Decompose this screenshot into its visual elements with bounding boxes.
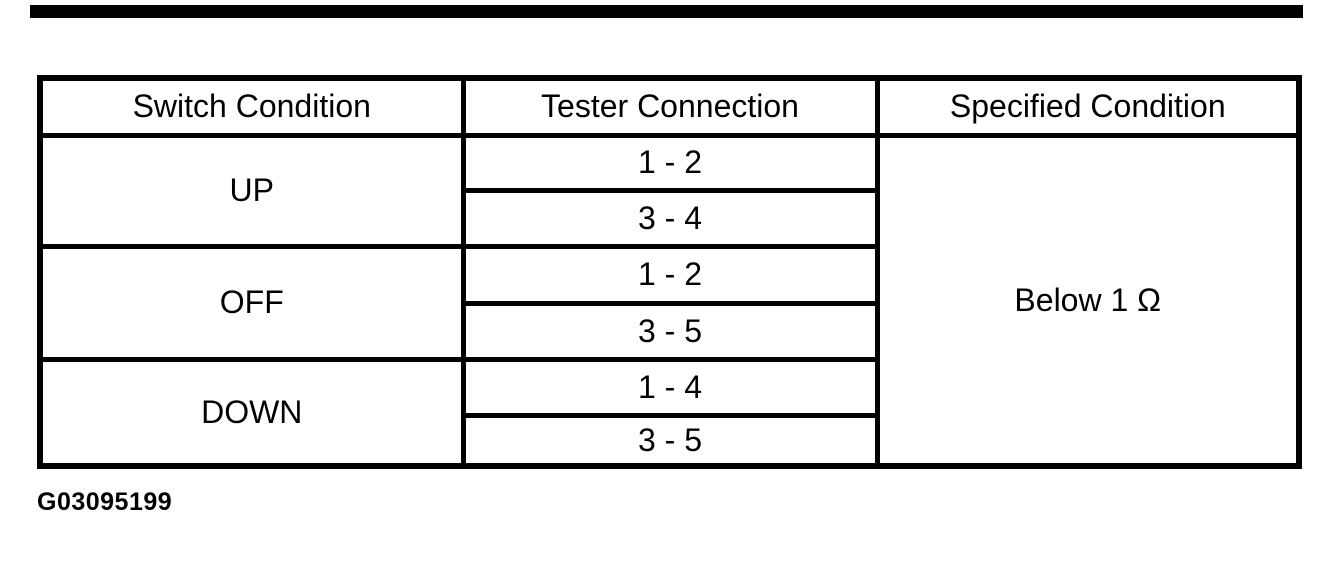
table-row: DOWN 1 - 4: [37, 356, 1299, 469]
cell-specified-condition: Below 1 Ω: [874, 132, 1302, 469]
table-row: 3 - 5: [40, 412, 1299, 469]
header-specified-condition: Specified Condition: [874, 75, 1302, 138]
table-row: OFF 1 - 2: [37, 243, 1299, 362]
table-header-row: Switch Condition Tester Connection Speci…: [37, 75, 1302, 138]
cell-connection-off-2: 3 - 5: [460, 300, 880, 362]
cell-switch-up: UP: [37, 132, 466, 249]
scan-artifact-bar: [30, 5, 1303, 18]
figure-id: G03095199: [37, 488, 173, 516]
table-row: 3 - 5: [40, 300, 1299, 362]
cell-connection-down-1: 1 - 4: [460, 356, 880, 418]
table-row: 3 - 4: [40, 187, 1299, 249]
cell-switch-off: OFF: [37, 243, 466, 362]
cell-connection-up-1: 1 - 2: [460, 132, 880, 193]
cell-connection-off-1: 1 - 2: [460, 243, 880, 306]
cell-connection-down-2: 3 - 5: [460, 412, 880, 469]
cell-switch-down: DOWN: [37, 356, 466, 469]
cell-connection-up-2: 3 - 4: [460, 187, 880, 249]
switch-continuity-table: Switch Condition Tester Connection Speci…: [37, 75, 1302, 469]
table-row: UP 1 - 2 Below 1 Ω: [37, 132, 1302, 469]
header-tester-connection: Tester Connection: [460, 75, 880, 138]
header-switch-condition: Switch Condition: [37, 75, 466, 138]
